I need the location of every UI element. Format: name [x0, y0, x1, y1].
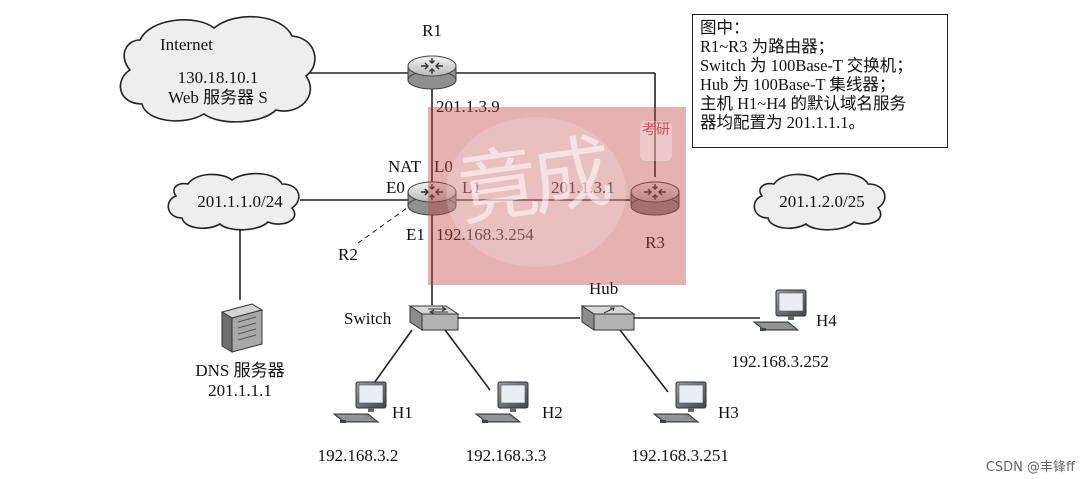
h1-label: H1	[392, 403, 413, 422]
note-line-5: 主机 H1~H4 的默认域名服务	[700, 94, 907, 113]
e1-label: E1	[406, 225, 425, 244]
note-box: 图中： R1~R3 为路由器； Switch 为 100Base-T 交换机； …	[692, 14, 948, 148]
cloud-icon-internet	[119, 15, 316, 123]
e0-label: E0	[386, 178, 405, 197]
hub-icon	[580, 305, 636, 331]
net-left-label: 201.1.1.0/24	[197, 192, 283, 211]
switch-label: Switch	[344, 309, 392, 328]
switch-icon	[408, 305, 460, 331]
h1-ip-label: 192.168.3.2	[318, 446, 399, 465]
note-line-3: Switch 为 100Base-T 交换机；	[700, 56, 913, 75]
h3-label: H3	[718, 403, 739, 422]
web-server-label: Web 服务器 S	[168, 88, 268, 107]
r2-pointer	[357, 202, 415, 244]
note-line-6: 器均配置为 201.1.1.1。	[700, 113, 865, 132]
server-icon-dns	[220, 303, 264, 353]
diagram-labels: Internet 130.18.10.1 Web 服务器 S R1 201.1.…	[160, 21, 865, 465]
watermark-text: 竟成	[452, 125, 612, 238]
dns-ip-label: 201.1.1.1	[208, 381, 272, 400]
r3-label: R3	[645, 233, 665, 252]
h2-ip-label: 192.168.3.3	[466, 446, 547, 465]
watermark: 竟成 考研	[428, 107, 686, 285]
r1-ip-label: 201.1.3.9	[436, 97, 500, 116]
r1-label: R1	[422, 21, 442, 40]
host-icon-h2	[475, 381, 529, 424]
cloud-icon-net-right	[753, 172, 886, 231]
r2-label: R2	[338, 245, 358, 264]
l0-label: L0	[434, 157, 453, 176]
host-icon-h4	[753, 289, 807, 332]
cloud-icon-net-left	[167, 172, 300, 231]
footer-credit: CSDN @丰锋ff	[985, 460, 1075, 475]
web-ip-label: 130.18.10.1	[178, 68, 259, 87]
hub-label: Hub	[589, 279, 618, 298]
dns-server-label: DNS 服务器	[195, 361, 284, 380]
h4-label: H4	[816, 311, 837, 330]
host-icon-h3	[653, 381, 707, 424]
h3-ip-label: 192.168.3.251	[631, 446, 729, 465]
note-line-4: Hub 为 100Base-T 集线器；	[700, 75, 896, 94]
watermark-logo	[446, 117, 626, 267]
r3-ip-label: 201.1.3.1	[551, 178, 615, 197]
h2-label: H2	[542, 403, 563, 422]
links	[239, 72, 760, 401]
internet-label: Internet	[160, 35, 213, 54]
l1-label: L1	[462, 178, 481, 197]
nat-label: NAT	[388, 157, 422, 176]
h4-ip-label: 192.168.3.252	[731, 352, 829, 371]
net-right-label: 201.1.2.0/25	[779, 192, 864, 211]
host-icon-h1	[333, 381, 387, 424]
note-line-2: R1~R3 为路由器；	[700, 37, 835, 56]
e1-ip-label: 192.168.3.254	[436, 225, 534, 244]
watermark-tag: 考研	[640, 121, 672, 161]
router-icon-r1	[407, 55, 457, 90]
note-line-1: 图中：	[700, 18, 750, 37]
